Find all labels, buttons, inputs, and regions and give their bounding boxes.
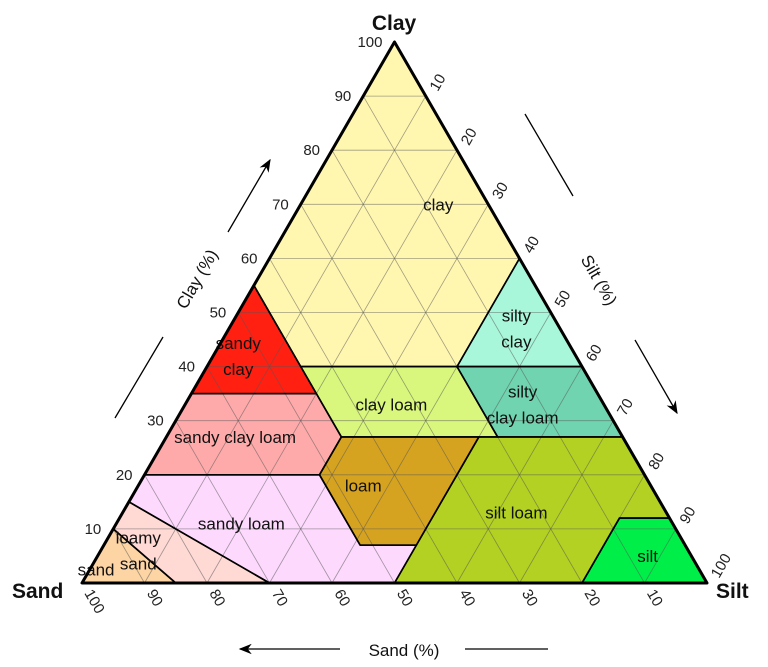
region-loam [319, 436, 479, 546]
axis-title-sand: Sand (%) [369, 641, 440, 660]
tick-label-silt: 20 [458, 125, 481, 148]
vertex-label-sand: Sand [12, 580, 63, 603]
clay-axis-line [114, 336, 164, 419]
grid-line-silt [519, 420, 614, 584]
grid-line-silt [456, 366, 583, 584]
axis-title-clay: Clay (%) [173, 246, 222, 312]
vertex-label-clay: Clay [372, 12, 417, 35]
grid-line-sand [362, 95, 645, 584]
region-label-silty-clay: silty [502, 307, 532, 326]
tick-label-sand: 100 [81, 587, 108, 617]
tick-label-clay: 10 [85, 521, 102, 538]
region-label-clay: clay [423, 195, 454, 214]
region-label-silt-loam: silt loam [485, 504, 547, 523]
tick-label-sand: 90 [143, 587, 166, 610]
tick-label-silt: 10 [426, 71, 449, 94]
tick-label-sand: 50 [393, 587, 416, 610]
tick-label-clay: 70 [272, 196, 289, 213]
tick-label-clay: 20 [116, 467, 133, 484]
region-label-loamy-sand: sand [120, 555, 157, 574]
clay-arrow-icon [227, 158, 271, 233]
region-label-sandy-clay-loam: sandy clay loam [174, 428, 296, 447]
region-label-silt: silt [637, 547, 658, 566]
region-label-sandy-clay: sandy [216, 334, 262, 353]
tick-label-clay: 60 [241, 250, 258, 267]
region-loamy-sand [113, 501, 270, 583]
grid-line-sand [237, 312, 395, 584]
region-clay-loam [300, 366, 498, 437]
tick-label-silt: 50 [551, 288, 574, 311]
region-silt-loam [394, 436, 670, 583]
tick-label-silt: 100 [708, 551, 735, 581]
tick-label-sand: 10 [643, 587, 666, 610]
region-label-sandy-clay: clay [223, 360, 254, 379]
region-label-clay-loam: clay loam [355, 395, 427, 414]
region-label-loamy-sand: loamy [116, 529, 162, 548]
region-label-silty-clay: clay [501, 333, 532, 352]
region-label-silty-clay-loam: clay loam [487, 408, 559, 427]
tick-label-silt: 60 [583, 342, 606, 365]
grid-line-silt [269, 204, 489, 584]
grid-line-sand [300, 204, 520, 584]
tick-label-clay: 90 [335, 88, 352, 105]
tick-label-clay: 50 [210, 305, 227, 322]
region-label-loam: loam [345, 477, 382, 496]
tick-label-clay: 100 [357, 34, 382, 51]
silt-axis-line [524, 113, 574, 197]
triangle-outline [80, 40, 709, 585]
tick-label-clay: 80 [303, 142, 320, 159]
region-label-sandy-loam: sandy loam [198, 514, 285, 533]
vertex-label-silt: Silt [716, 580, 749, 603]
tick-label-sand: 30 [518, 587, 541, 610]
tick-label-clay: 30 [147, 413, 164, 430]
grid-line-sand [112, 528, 145, 584]
tick-label-clay: 40 [178, 359, 195, 376]
tick-label-silt: 90 [676, 504, 699, 527]
tick-label-sand: 20 [581, 587, 604, 610]
tick-label-sand: 60 [331, 587, 354, 610]
tick-label-silt: 70 [614, 396, 637, 419]
grid-line-silt [644, 528, 677, 584]
tick-label-silt: 40 [520, 233, 543, 256]
tick-label-sand: 70 [268, 587, 291, 610]
tick-label-sand: 80 [206, 587, 229, 610]
tick-label-sand: 40 [456, 587, 479, 610]
silt-arrow-icon [634, 339, 678, 415]
tick-label-silt: 30 [489, 179, 512, 202]
region-label-silty-clay-loam: silty [508, 382, 538, 401]
region-sandy-clay-loam [144, 393, 342, 475]
region-label-sand: sand [78, 560, 115, 579]
region-silt [582, 518, 707, 583]
axis-title-silt: Silt (%) [577, 252, 621, 309]
tick-label-silt: 80 [645, 450, 668, 473]
grid-line-sand [175, 420, 270, 584]
